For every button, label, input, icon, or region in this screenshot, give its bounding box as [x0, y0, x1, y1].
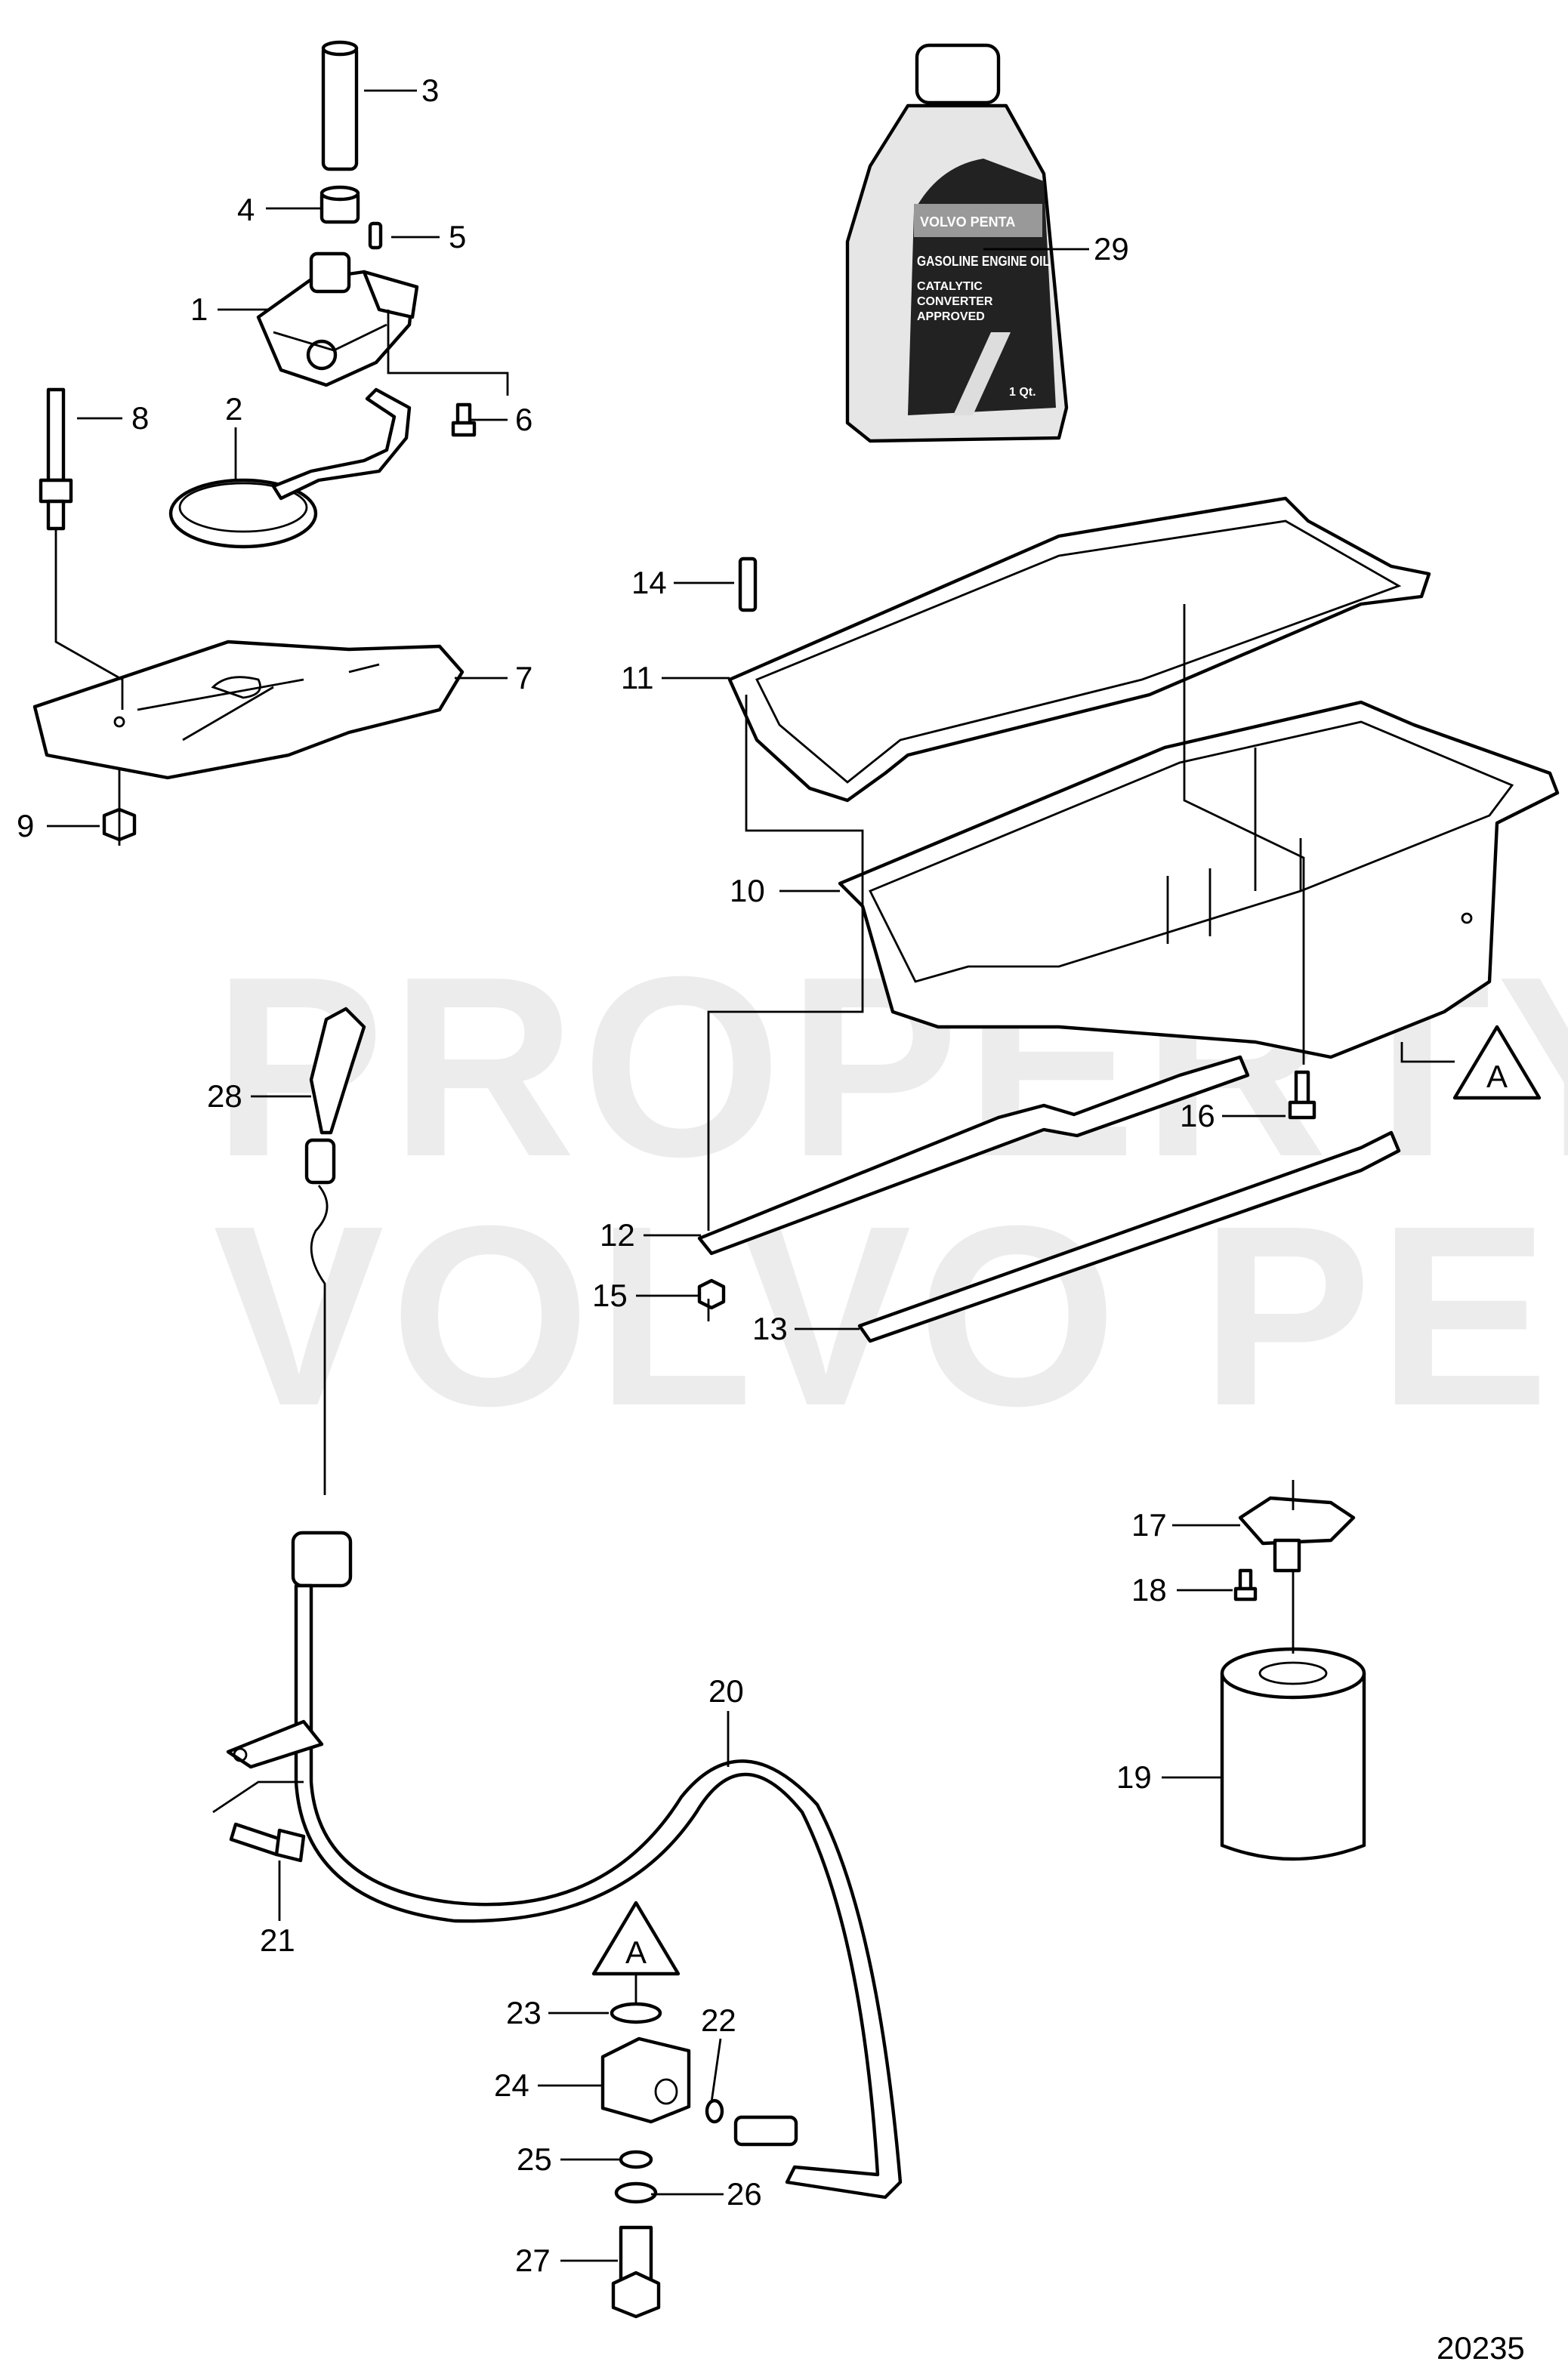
part-20-dipstick-tube: [226, 1531, 903, 2200]
callout-6: 6: [515, 402, 532, 437]
svg-text:APPROVED: APPROVED: [917, 310, 985, 323]
callout-11: 11: [621, 660, 654, 695]
callout-5: 5: [449, 219, 466, 254]
part-8-stud: [39, 387, 73, 531]
part-19-oil-filter: [1220, 1647, 1366, 1861]
part-29-oil-bottle: VOLVO PENTA GASOLINE ENGINE OIL CATALYTI…: [845, 43, 1069, 443]
part-26-washer: [614, 2181, 658, 2204]
part-7-baffle-plate: [32, 640, 465, 780]
svg-text:A: A: [1486, 1059, 1508, 1094]
callout-7: 7: [515, 660, 532, 695]
callout-17: 17: [1131, 1507, 1167, 1543]
part-20-fitting: [733, 2115, 798, 2147]
svg-text:CONVERTER: CONVERTER: [917, 295, 993, 308]
callout-20: 20: [708, 1673, 744, 1709]
callout-28: 28: [207, 1078, 242, 1114]
part-16-bolt: [1288, 1070, 1316, 1120]
leader-lines: [47, 89, 1455, 2262]
part-23-washer: [610, 2002, 662, 2024]
svg-text:VOLVO PENTA: VOLVO PENTA: [920, 214, 1015, 230]
diagram-number: 20235: [1437, 2330, 1525, 2366]
part-2-strainer: [168, 387, 412, 549]
svg-text:1 Qt.: 1 Qt.: [1009, 386, 1036, 399]
svg-text:GASOLINE ENGINE OIL: GASOLINE ENGINE OIL: [917, 254, 1050, 269]
svg-text:A: A: [625, 1935, 647, 1970]
callout-2: 2: [225, 391, 242, 427]
part-24-adapter: [600, 2036, 691, 2124]
callout-13: 13: [752, 1311, 788, 1346]
part-6-bolt: [451, 402, 477, 437]
part-4-seal: [319, 185, 360, 224]
part-22-o-ring: [705, 2098, 724, 2124]
callout-21: 21: [260, 1922, 295, 1958]
callout-12: 12: [600, 1217, 635, 1253]
part-10-oil-pan: [838, 700, 1560, 1059]
part-14-stud: [738, 556, 758, 612]
part-17-filter-adapter: [1238, 1496, 1356, 1573]
reference-marker-a: A: [1452, 1025, 1542, 1100]
callout-1: 1: [190, 291, 208, 327]
part-15-nut: [697, 1278, 726, 1310]
part-3-pipe: [321, 40, 359, 171]
callout-24: 24: [494, 2067, 529, 2103]
part-1-oil-pump: [256, 251, 419, 387]
callout-26: 26: [727, 2176, 762, 2212]
callout-15: 15: [592, 1278, 628, 1313]
part-21-bolt: [229, 1822, 306, 1863]
callout-27: 27: [515, 2243, 551, 2278]
callout-22: 22: [701, 2002, 736, 2038]
part-11-gasket: [727, 496, 1431, 803]
callout-4: 4: [237, 192, 255, 227]
callout-9: 9: [17, 808, 34, 843]
callout-10: 10: [730, 873, 765, 908]
part-25-washer: [619, 2150, 653, 2169]
part-13-gasket: [857, 1130, 1401, 1343]
part-12-gasket: [697, 1055, 1250, 1256]
callout-23: 23: [506, 1995, 542, 2030]
svg-text:CATALYTIC: CATALYTIC: [917, 280, 983, 293]
callout-29: 29: [1094, 231, 1129, 267]
callout-labels: 1 2 3 4 5 6 7 8 9 10 11 12 13 14 15 16 1…: [17, 72, 1215, 2278]
part-28-dipstick: [304, 1007, 366, 1495]
part-5-pin: [368, 221, 383, 250]
callout-25: 25: [517, 2141, 552, 2177]
callout-16: 16: [1180, 1098, 1215, 1133]
callout-14: 14: [631, 565, 667, 600]
part-18-bolt: [1233, 1568, 1258, 1602]
callout-8: 8: [131, 400, 149, 436]
callout-19: 19: [1116, 1759, 1152, 1795]
callout-3: 3: [421, 72, 439, 108]
part-27-banjo-bolt: [611, 2225, 661, 2319]
callout-18: 18: [1131, 1572, 1167, 1608]
reference-marker-a: A: [591, 1901, 681, 1976]
